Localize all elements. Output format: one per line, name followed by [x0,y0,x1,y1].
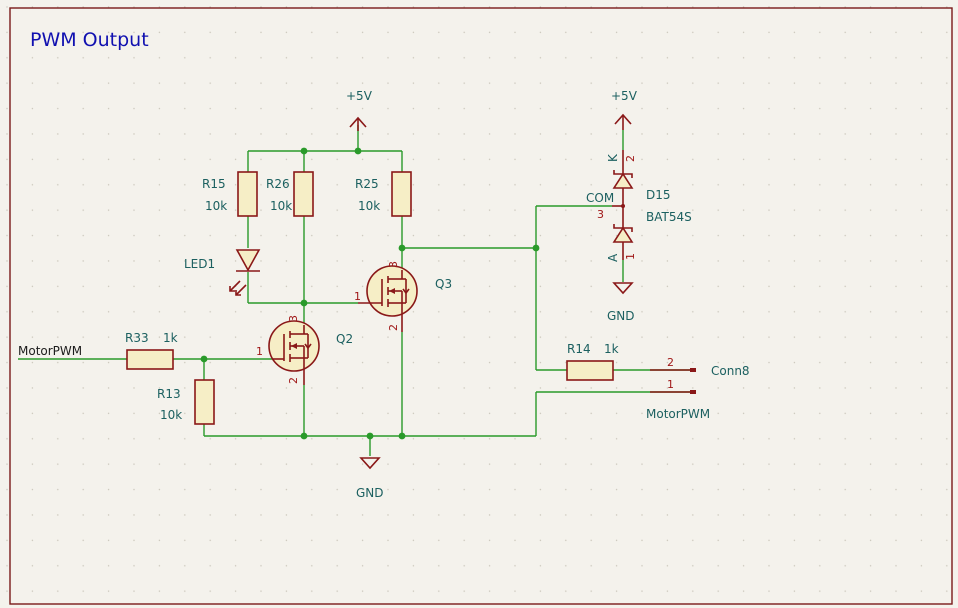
gnd-symbol-diode: GND [607,282,635,323]
r26-ref: R26 [266,177,290,191]
d15-com-label: COM [586,191,614,205]
diode-d15: COM 3 K 2 A 1 D15 BAT54S [586,150,692,262]
q2-ref: Q2 [336,332,353,346]
d15-pin1: 1 [624,253,637,260]
resistor-r15: R15 10k [202,171,258,217]
gnd-main-label: GND [356,486,384,500]
q2-pin2: 2 [287,377,300,384]
resistor-r26: R26 10k [266,171,314,217]
r25-ref: R25 [355,177,379,191]
q3-pin2: 2 [387,324,400,331]
resistor-r33: R33 1k [125,331,178,370]
r26-value: 10k [270,199,292,213]
r13-ref: R13 [157,387,181,401]
vcc-right-label: +5V [611,89,638,103]
conn8-pin1: 1 [667,378,674,391]
d15-pin3: 3 [597,208,604,221]
gnd-symbol-main: GND [356,457,384,500]
d15-pin2: 2 [624,155,637,162]
r15-ref: R15 [202,177,226,191]
led-led1: LED1 [184,249,261,296]
sheet-frame [9,7,953,605]
q3-ref: Q3 [435,277,452,291]
r33-ref: R33 [125,331,149,345]
mosfet-q3: 1 2 3 Q3 [354,261,452,332]
resistor-r25: R25 10k [355,171,412,217]
r14-value: 1k [604,342,619,356]
q3-pin3: 3 [387,261,400,268]
r25-value: 10k [358,199,380,213]
conn8-pin1-net: MotorPWM [646,407,710,421]
vcc-symbol-right: +5V [611,89,638,130]
r33-value: 1k [163,331,178,345]
d15-pin-a: A [606,253,620,262]
resistor-r14: R14 1k [566,342,619,381]
d15-ref: D15 [646,188,671,202]
wires [18,125,690,456]
connector-conn8: 2 1 Conn8 MotorPWM [646,356,750,421]
led1-ref: LED1 [184,257,215,271]
gnd-diode-label: GND [607,309,635,323]
q2-pin1: 1 [256,345,263,358]
d15-value: BAT54S [646,210,692,224]
conn8-pin2: 2 [667,356,674,369]
q3-pin1: 1 [354,290,361,303]
input-net-label: MotorPWM [18,344,82,358]
junctions [200,147,540,440]
mosfet-q2: 1 2 3 Q2 [256,315,353,385]
resistor-r13: R13 10k [157,379,215,425]
vcc-left-label: +5V [346,89,373,103]
d15-pin-k: K [606,153,620,162]
sheet-title: PWM Output [30,29,149,51]
r14-ref: R14 [567,342,591,356]
conn8-ref: Conn8 [711,364,750,378]
r13-value: 10k [160,408,182,422]
q2-pin3: 3 [287,315,300,322]
r15-value: 10k [205,199,227,213]
vcc-symbol-left: +5V [346,89,373,131]
